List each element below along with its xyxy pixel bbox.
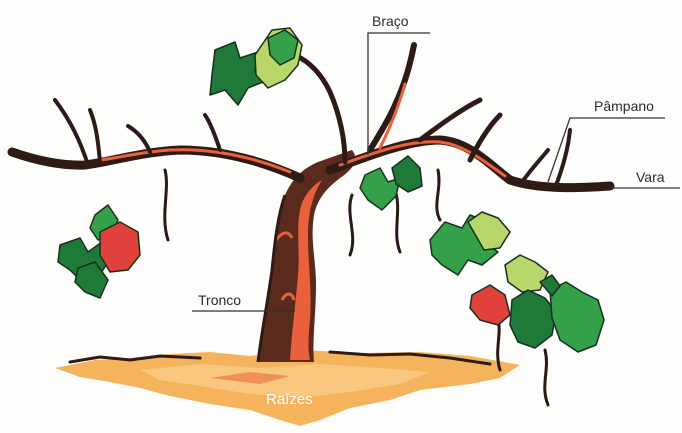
label-pampano: Pâmpano: [594, 98, 654, 114]
label-tronco: Tronco: [198, 292, 241, 308]
label-raizes: Raízes: [266, 391, 313, 408]
leaves: [58, 28, 604, 352]
trunk: [258, 150, 355, 362]
label-braco: Braço: [372, 13, 409, 29]
label-vara: Vara: [636, 169, 665, 185]
